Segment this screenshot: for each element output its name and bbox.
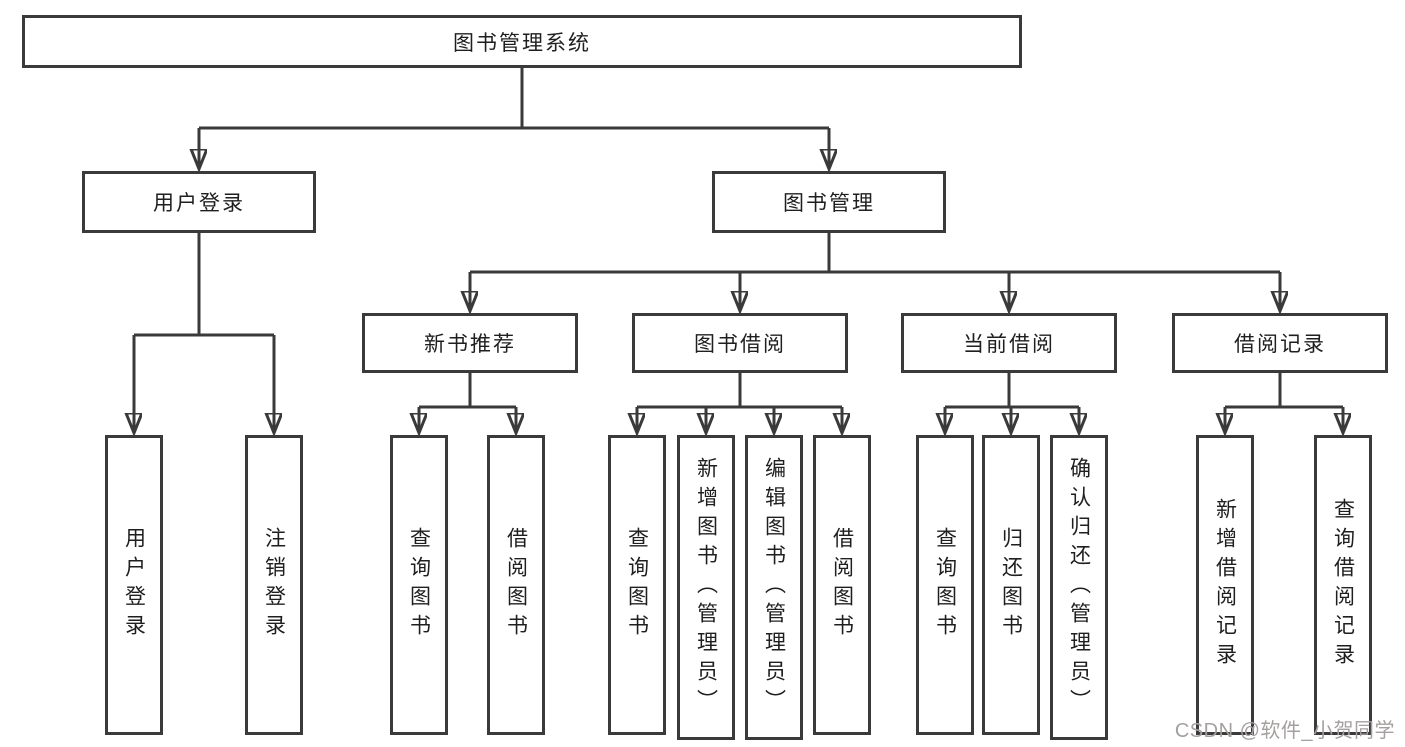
connector-bookmgmt-to-level3 <box>470 233 1280 311</box>
node-label: 当前借阅 <box>963 333 1055 356</box>
leaf-label: 归还图书 <box>999 527 1023 643</box>
leaf-label: 查询图书 <box>933 527 957 643</box>
node-label: 新书推荐 <box>424 333 516 356</box>
leaf-query-borrow-record: 查询借阅记录 <box>1314 435 1372 735</box>
leaf-label: 查询图书 <box>407 527 431 643</box>
leaf-label: 新增图书（管理员） <box>694 457 718 718</box>
connector-record-to-leaves <box>1225 373 1343 433</box>
leaf-add-books-admin: 新增图书（管理员） <box>677 435 735 740</box>
connector-newbook-to-leaves <box>419 373 516 433</box>
node-label: 用户登录 <box>153 192 245 215</box>
csdn-watermark: CSDN @软件_小贺同学 <box>1174 720 1395 742</box>
leaf-user-login: 用户登录 <box>105 435 163 735</box>
leaf-label: 注销登录 <box>262 527 286 643</box>
leaf-label: 查询借阅记录 <box>1331 498 1355 672</box>
node-label: 借阅记录 <box>1234 333 1326 356</box>
node-current-borrowing: 当前借阅 <box>901 313 1117 373</box>
node-user-login: 用户登录 <box>82 171 316 233</box>
leaf-confirm-return-admin: 确认归还（管理员） <box>1050 435 1108 740</box>
leaf-label: 借阅图书 <box>830 527 854 643</box>
leaf-label: 用户登录 <box>122 527 146 643</box>
node-borrowing-records: 借阅记录 <box>1172 313 1388 373</box>
leaf-label: 编辑图书（管理员） <box>762 457 786 718</box>
connector-current-to-leaves <box>945 373 1079 433</box>
leaf-borrow-books: 借阅图书 <box>813 435 871 735</box>
node-label: 图书管理 <box>783 192 875 215</box>
connector-userlogin-to-leaves <box>134 233 274 433</box>
leaf-return-books: 归还图书 <box>982 435 1040 735</box>
node-label: 图书借阅 <box>694 333 786 356</box>
leaf-label: 借阅图书 <box>504 527 528 643</box>
leaf-query-books-newbook: 查询图书 <box>390 435 448 735</box>
connector-borrow-to-leaves <box>637 373 842 433</box>
leaf-label: 查询图书 <box>625 527 649 643</box>
node-book-management: 图书管理 <box>712 171 946 233</box>
leaf-query-books-current: 查询图书 <box>916 435 974 735</box>
leaf-label: 确认归还（管理员） <box>1067 457 1091 718</box>
leaf-label: 新增借阅记录 <box>1213 498 1237 672</box>
leaf-add-borrow-record: 新增借阅记录 <box>1196 435 1254 735</box>
leaf-logout: 注销登录 <box>245 435 303 735</box>
leaf-borrow-books-newbook: 借阅图书 <box>487 435 545 735</box>
node-book-borrowing: 图书借阅 <box>632 313 848 373</box>
leaf-edit-books-admin: 编辑图书（管理员） <box>745 435 803 740</box>
node-new-book-recommendation: 新书推荐 <box>362 313 578 373</box>
leaf-query-books-borrow: 查询图书 <box>608 435 666 735</box>
node-library-management-system: 图书管理系统 <box>22 15 1022 68</box>
connector-root-to-level2 <box>199 68 829 169</box>
node-label: 图书管理系统 <box>453 31 591 55</box>
